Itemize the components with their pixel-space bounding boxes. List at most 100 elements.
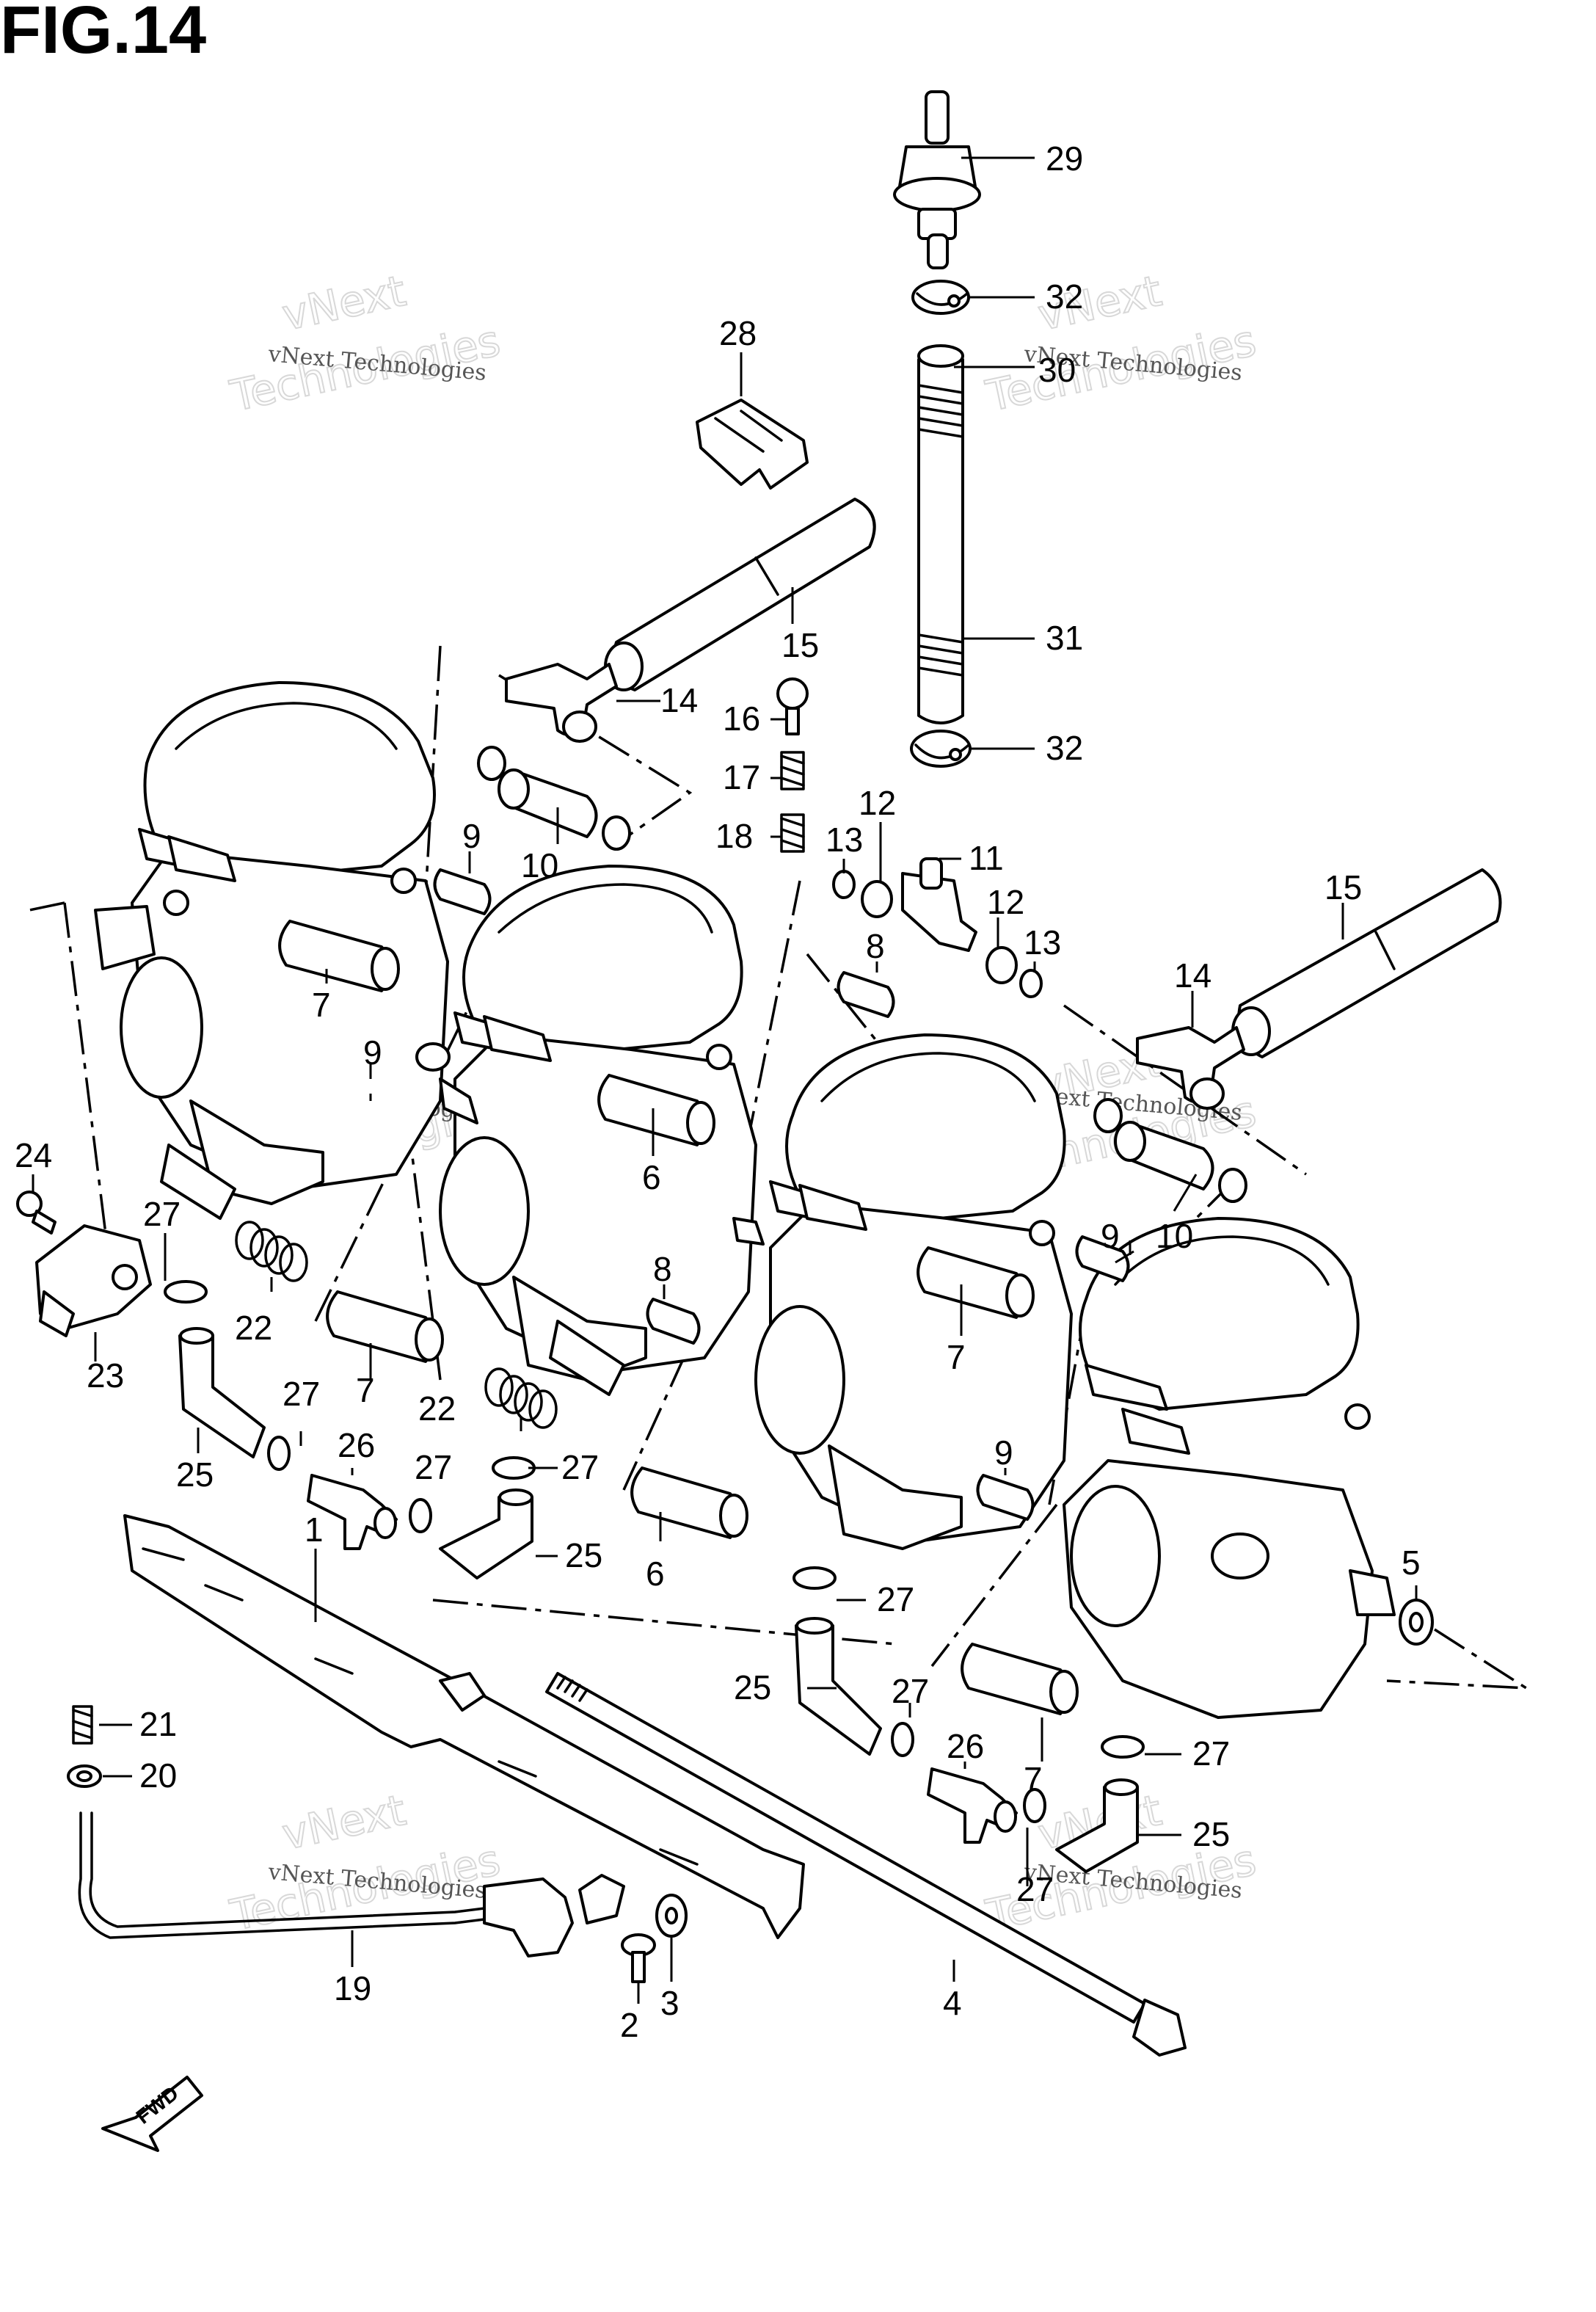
- callout-24: 24: [15, 1136, 52, 1174]
- mounting-bracket: [123, 1514, 805, 1939]
- t-fitting-26-a: [307, 1474, 398, 1550]
- callout-19: 19: [334, 1969, 371, 2007]
- callout-12-left: 12: [859, 784, 896, 822]
- seal-13-right: [1019, 969, 1043, 998]
- svg-text:vNext: vNext: [278, 1785, 410, 1860]
- clip-27-h: [1023, 1788, 1046, 1823]
- spring-17: [780, 751, 805, 790]
- callout-25-b: 25: [565, 1536, 602, 1574]
- callout-8-upper: 8: [866, 927, 885, 965]
- callout-9-right-upper: 9: [1101, 1217, 1120, 1255]
- callout-12-right: 12: [987, 883, 1024, 921]
- carburetor-4: [1063, 1217, 1396, 1719]
- clip-27-e: [792, 1566, 837, 1590]
- callout-7-lower-right: 7: [1024, 1760, 1043, 1798]
- callout-29: 29: [1046, 139, 1083, 178]
- fuel-filter: [893, 90, 981, 269]
- washer-3: [655, 1894, 688, 1938]
- seal-13-left: [832, 870, 856, 899]
- fitting-8-a: [837, 971, 895, 1018]
- elbow-hose-25-b: [439, 1488, 533, 1579]
- callout-10-right: 10: [1156, 1217, 1193, 1255]
- clip-27-f: [891, 1722, 914, 1757]
- hose-7-carb3: [917, 1246, 1035, 1319]
- callout-27-d: 27: [561, 1448, 599, 1486]
- callout-6-lower: 6: [646, 1555, 665, 1593]
- fitting-8-b: [646, 1298, 701, 1345]
- callout-27-c: 27: [415, 1448, 452, 1486]
- callout-26-b: 26: [947, 1727, 984, 1765]
- callout-17: 17: [723, 758, 760, 796]
- callout-7-top: 7: [312, 986, 331, 1024]
- callout-15-upper: 15: [781, 626, 819, 664]
- callout-27-b: 27: [283, 1375, 320, 1413]
- callout-10-upper: 10: [521, 846, 558, 884]
- callout-25-c: 25: [734, 1668, 771, 1706]
- callout-30: 30: [1038, 351, 1076, 389]
- callout-27-g: 27: [1192, 1734, 1230, 1773]
- hose-7-carb1: [278, 920, 400, 992]
- callout-9-left: 9: [363, 1033, 382, 1072]
- fitting-9-e: [439, 1077, 478, 1124]
- elbow-hose-25-d: [1055, 1778, 1139, 1873]
- long-bolt: [545, 1672, 1187, 2057]
- spring-22-lower: [484, 1367, 558, 1429]
- elbow-hose-25-c: [795, 1617, 882, 1756]
- svg-text:vNext: vNext: [278, 266, 410, 341]
- callout-9-top: 9: [462, 817, 481, 855]
- callout-31: 31: [1046, 619, 1083, 657]
- screw-16: [776, 677, 809, 735]
- t-joint-upper: [505, 663, 618, 743]
- callout-27-e: 27: [877, 1580, 914, 1618]
- callout-14-upper: 14: [660, 681, 698, 719]
- t-joint-right: [1136, 1026, 1245, 1110]
- spring-22-upper: [235, 1221, 308, 1282]
- forward-arrow: FWD: [101, 2076, 203, 2152]
- callout-5: 5: [1402, 1544, 1421, 1582]
- callout-23: 23: [87, 1356, 124, 1395]
- hose-clip: [696, 399, 809, 490]
- callout-22-lower: 22: [418, 1389, 456, 1428]
- hose-10-upper: [477, 746, 631, 851]
- clip-27-c: [409, 1498, 432, 1533]
- fitting-9-c: [1075, 1235, 1130, 1282]
- callout-27-f: 27: [892, 1672, 929, 1710]
- callout-15-right: 15: [1324, 868, 1362, 906]
- washer-5: [1399, 1599, 1434, 1646]
- callout-14-right: 14: [1174, 956, 1211, 995]
- fitting-9-d: [976, 1474, 1035, 1521]
- t-fitting-26-b: [927, 1767, 1018, 1844]
- callout-13-left: 13: [826, 821, 863, 859]
- vent-hose-right: [1231, 868, 1502, 1058]
- watermark-5: vNext Technologies vNext Technologies: [225, 1784, 506, 1941]
- callout-27-h: 27: [1016, 1870, 1054, 1908]
- fuel-t-joint: [901, 857, 977, 952]
- hose-clamp-lower: [910, 730, 972, 768]
- fitting-9-f: [732, 1217, 765, 1246]
- hose-7-lower-left: [326, 1290, 444, 1363]
- callout-2: 2: [620, 2006, 639, 2044]
- callout-22-upper: 22: [235, 1309, 272, 1347]
- fitting-12-right: [985, 946, 1018, 984]
- callout-3: 3: [660, 1984, 679, 2022]
- callout-9-right-lower: 9: [994, 1433, 1013, 1472]
- callout-32-lower: 32: [1046, 729, 1083, 767]
- callout-6-mid: 6: [642, 1158, 661, 1196]
- callout-20: 20: [139, 1756, 177, 1795]
- callout-8-lower: 8: [653, 1250, 672, 1288]
- hose-clamp-upper: [911, 280, 970, 315]
- callout-28: 28: [719, 314, 757, 352]
- vent-hose-left: [604, 498, 876, 691]
- screw-24: [16, 1190, 57, 1235]
- screw-2: [621, 1933, 656, 1983]
- elbow-hose-25-a: [178, 1327, 266, 1458]
- callout-25-d: 25: [1192, 1815, 1230, 1853]
- clip-27-g: [1101, 1735, 1145, 1759]
- callout-25-a: 25: [176, 1455, 214, 1494]
- callout-numbers: 29 32 30 31 32 28 15 14 16 17 18 10 12 1…: [15, 139, 1421, 2044]
- carburetor-1: [94, 681, 449, 1220]
- leader-lines: [32, 156, 1418, 2004]
- fitting-12-left: [861, 880, 893, 918]
- clip-27-d: [492, 1456, 536, 1480]
